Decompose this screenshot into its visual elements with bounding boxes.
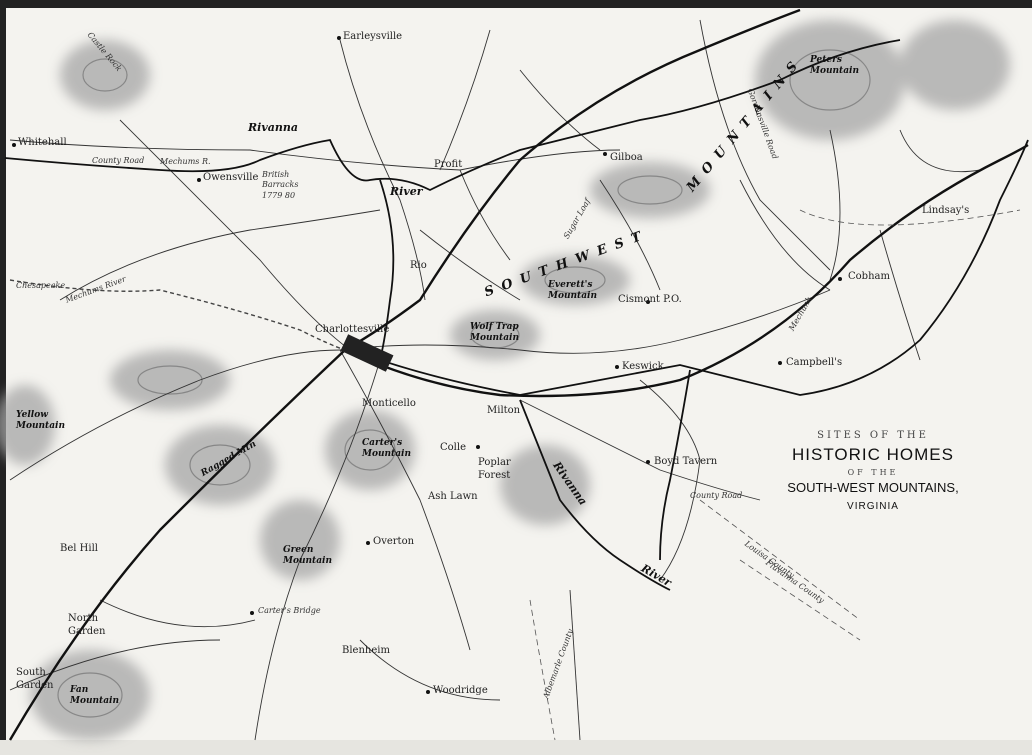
county-lines: [529, 209, 1021, 741]
label-overton: Overton: [373, 536, 415, 547]
top-border: [0, 0, 1032, 8]
label-colle: Colle: [440, 442, 466, 453]
label-whitehall: Whitehall: [18, 137, 67, 148]
bottom-edge: [0, 740, 1032, 755]
carters-bridge-dot: [250, 611, 254, 615]
campbells-dot: [778, 361, 782, 365]
label-boyds-tavern: Boyd Tavern: [654, 456, 718, 467]
label-cobham: Cobham: [848, 271, 890, 282]
label-ash-lawn: Ash Lawn: [428, 491, 478, 502]
charlottesville-block: [340, 334, 394, 372]
title-line-2: HISTORIC HOMES: [792, 445, 954, 464]
label-blenheim: Blenheim: [342, 645, 390, 656]
left-border: [0, 0, 6, 755]
label-poplar-forest: Poplar Forest: [478, 457, 511, 481]
label-campbells: Campbell's: [786, 357, 843, 368]
label-yellow-mtn: Yellow Mountain: [16, 410, 66, 431]
label-everett-mtn: Everett's Mountain: [548, 280, 598, 301]
label-gilboa: Gilboa: [610, 152, 643, 163]
cobham-dot: [838, 277, 842, 281]
earlysville-dot: [337, 36, 341, 40]
label-peters-mtn: Peters Mountain: [810, 55, 860, 76]
label-county-road-1: County Road: [92, 156, 145, 165]
title-line-1: SITES OF THE: [817, 430, 929, 441]
label-rivanna-top: Rivanna: [248, 121, 298, 134]
mountain-shading: [0, 20, 1010, 740]
whitehall-dot: [12, 143, 16, 147]
label-woodridge: Woodridge: [433, 685, 488, 696]
railroads: [8, 8, 1029, 741]
roads: [9, 19, 981, 741]
label-wolf-trap: Wolf Trap Mountain: [470, 322, 520, 343]
label-fan-mtn: Fan Mountain: [70, 685, 120, 706]
label-river-top: River: [390, 185, 423, 198]
woodridge-dot: [426, 690, 430, 694]
overton-dot: [366, 541, 370, 545]
title-line-4: SOUTH-WEST MOUNTAINS,: [787, 480, 959, 495]
label-mechums-r: Mechums R.: [160, 157, 211, 166]
label-green-mtn: Green Mountain: [283, 545, 333, 566]
label-north-garden: North Garden: [68, 613, 106, 637]
label-rio: Rio: [410, 260, 427, 271]
label-lindsays: Lindsay's: [922, 205, 970, 216]
title-line-5: VIRGINIA: [847, 501, 899, 512]
cismont-dot: [646, 300, 650, 304]
label-keswick: Keswick: [622, 361, 664, 372]
keswick-dot: [615, 365, 619, 369]
label-owensville: Owensville: [203, 172, 259, 183]
chesapeake-railway: [9, 279, 346, 351]
label-british-barracks: British Barracks 1779 80: [262, 170, 299, 200]
label-county-road-2: County Road: [690, 491, 743, 500]
title-line-3: OF THE: [847, 468, 899, 477]
label-bel-hill: Bel Hill: [60, 543, 98, 554]
label-earlysville: Earleysville: [343, 31, 403, 42]
owensville-dot: [197, 178, 201, 182]
map-title-block: SITES OF THE HISTORIC HOMES OF THE SOUTH…: [742, 430, 1004, 512]
label-carters-bridge: Carter's Bridge: [258, 606, 321, 615]
label-charlottesville: Charlottesville: [315, 324, 390, 335]
label-carters-mtn: Carter's Mountain: [362, 438, 412, 459]
mountain-contours: [57, 49, 871, 718]
label-cismont: Cismont P.O.: [618, 294, 682, 305]
label-chesapeake: Chesapeake: [16, 281, 66, 290]
gilboa-dot: [603, 152, 607, 156]
label-south-garden: South Garden: [16, 667, 54, 691]
label-profit: Profit: [434, 159, 463, 170]
label-monticello: Monticello: [362, 398, 416, 409]
boyds-tavern-dot: [646, 460, 650, 464]
colle-dot: [476, 445, 480, 449]
label-milton: Milton: [487, 405, 521, 416]
